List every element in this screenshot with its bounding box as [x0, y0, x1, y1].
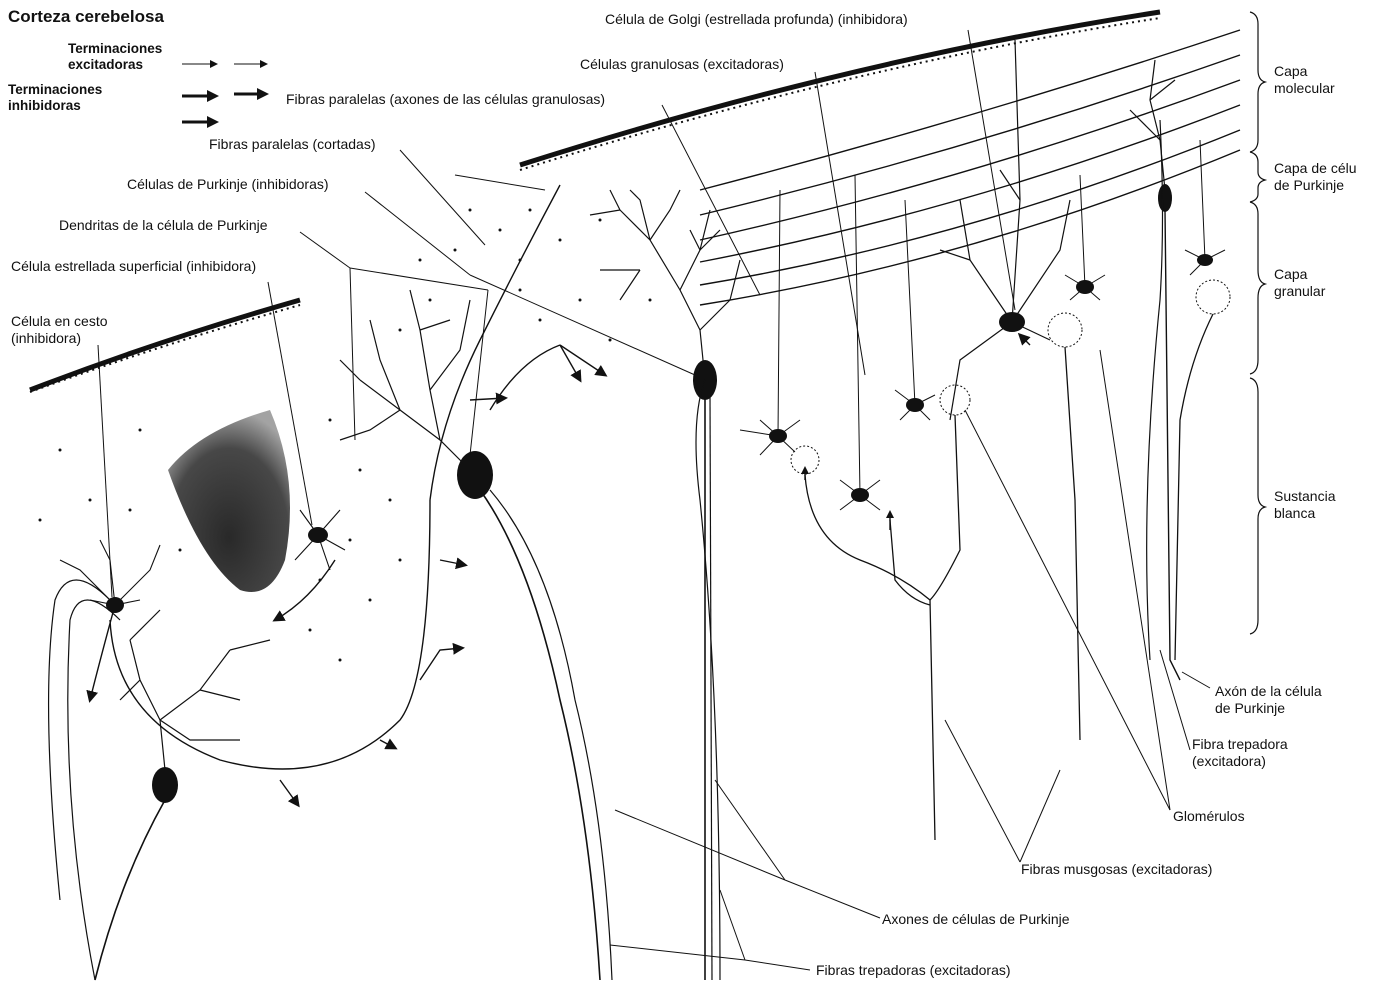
label-golgi-cell: Célula de Golgi (estrellada profunda) (i…: [605, 11, 908, 28]
basket-soma: [106, 597, 124, 613]
granule-cells: [740, 140, 1225, 510]
stellate-soma: [308, 527, 328, 543]
label-climbing-fiber: Fibra trepadora (excitadora): [1192, 736, 1288, 770]
layer-brackets: [1250, 12, 1265, 634]
layer-white-matter: Sustancia blanca: [1274, 488, 1335, 522]
purkinje-cell-right: [590, 190, 740, 980]
label-stellate-cell: Célula estrellada superficial (inhibidor…: [11, 258, 256, 275]
label-parallel-fibers-cut: Fibras paralelas (cortadas): [209, 136, 376, 153]
label-purkinje-dendrites: Dendritas de la célula de Purkinje: [59, 217, 268, 234]
layer-molecular: Capa molecular: [1274, 63, 1335, 97]
label-parallel-fibers: Fibras paralelas (axones de las células …: [286, 91, 605, 108]
cortex-surfaces: [30, 12, 1160, 769]
purkinje-soma-far-right: [1158, 184, 1172, 212]
golgi-soma: [999, 312, 1025, 332]
golgi-cell: [940, 40, 1070, 420]
parallel-fiber-dots: [39, 209, 652, 662]
purkinje-soma-bottom: [152, 767, 178, 803]
purkinje-soma-middle: [457, 451, 493, 499]
legend-inhibitory-label: Terminaciones inhibidoras: [8, 82, 102, 114]
label-purkinje-axons: Axones de células de Purkinje: [882, 911, 1070, 928]
label-basket-cell: Célula en cesto (inhibidora): [11, 313, 108, 347]
label-mossy-fibers: Fibras musgosas (excitadoras): [1021, 861, 1212, 878]
label-glomeruli: Glomérulos: [1173, 808, 1245, 825]
label-granule-cells: Células granulosas (excitadoras): [580, 56, 784, 73]
purkinje-cell-bottom: [95, 610, 270, 980]
purkinje-cell-middle: [340, 290, 612, 980]
legend-arrows: [182, 64, 266, 122]
label-purkinje-cells: Células de Purkinje (inhibidoras): [127, 176, 329, 193]
label-purkinje-axon: Axón de la célula de Purkinje: [1215, 683, 1322, 717]
layer-purkinje: Capa de célu de Purkinje: [1274, 160, 1357, 194]
purkinje-cell-far-right: [1130, 60, 1180, 680]
label-climbing-fibers: Fibras trepadoras (excitadoras): [816, 962, 1011, 979]
figure-title: Corteza cerebelosa: [8, 8, 164, 25]
layer-granular: Capa granular: [1274, 266, 1325, 300]
fissure-shading: [168, 410, 290, 592]
legend-excitatory-label: Terminaciones excitadoras: [68, 41, 162, 73]
